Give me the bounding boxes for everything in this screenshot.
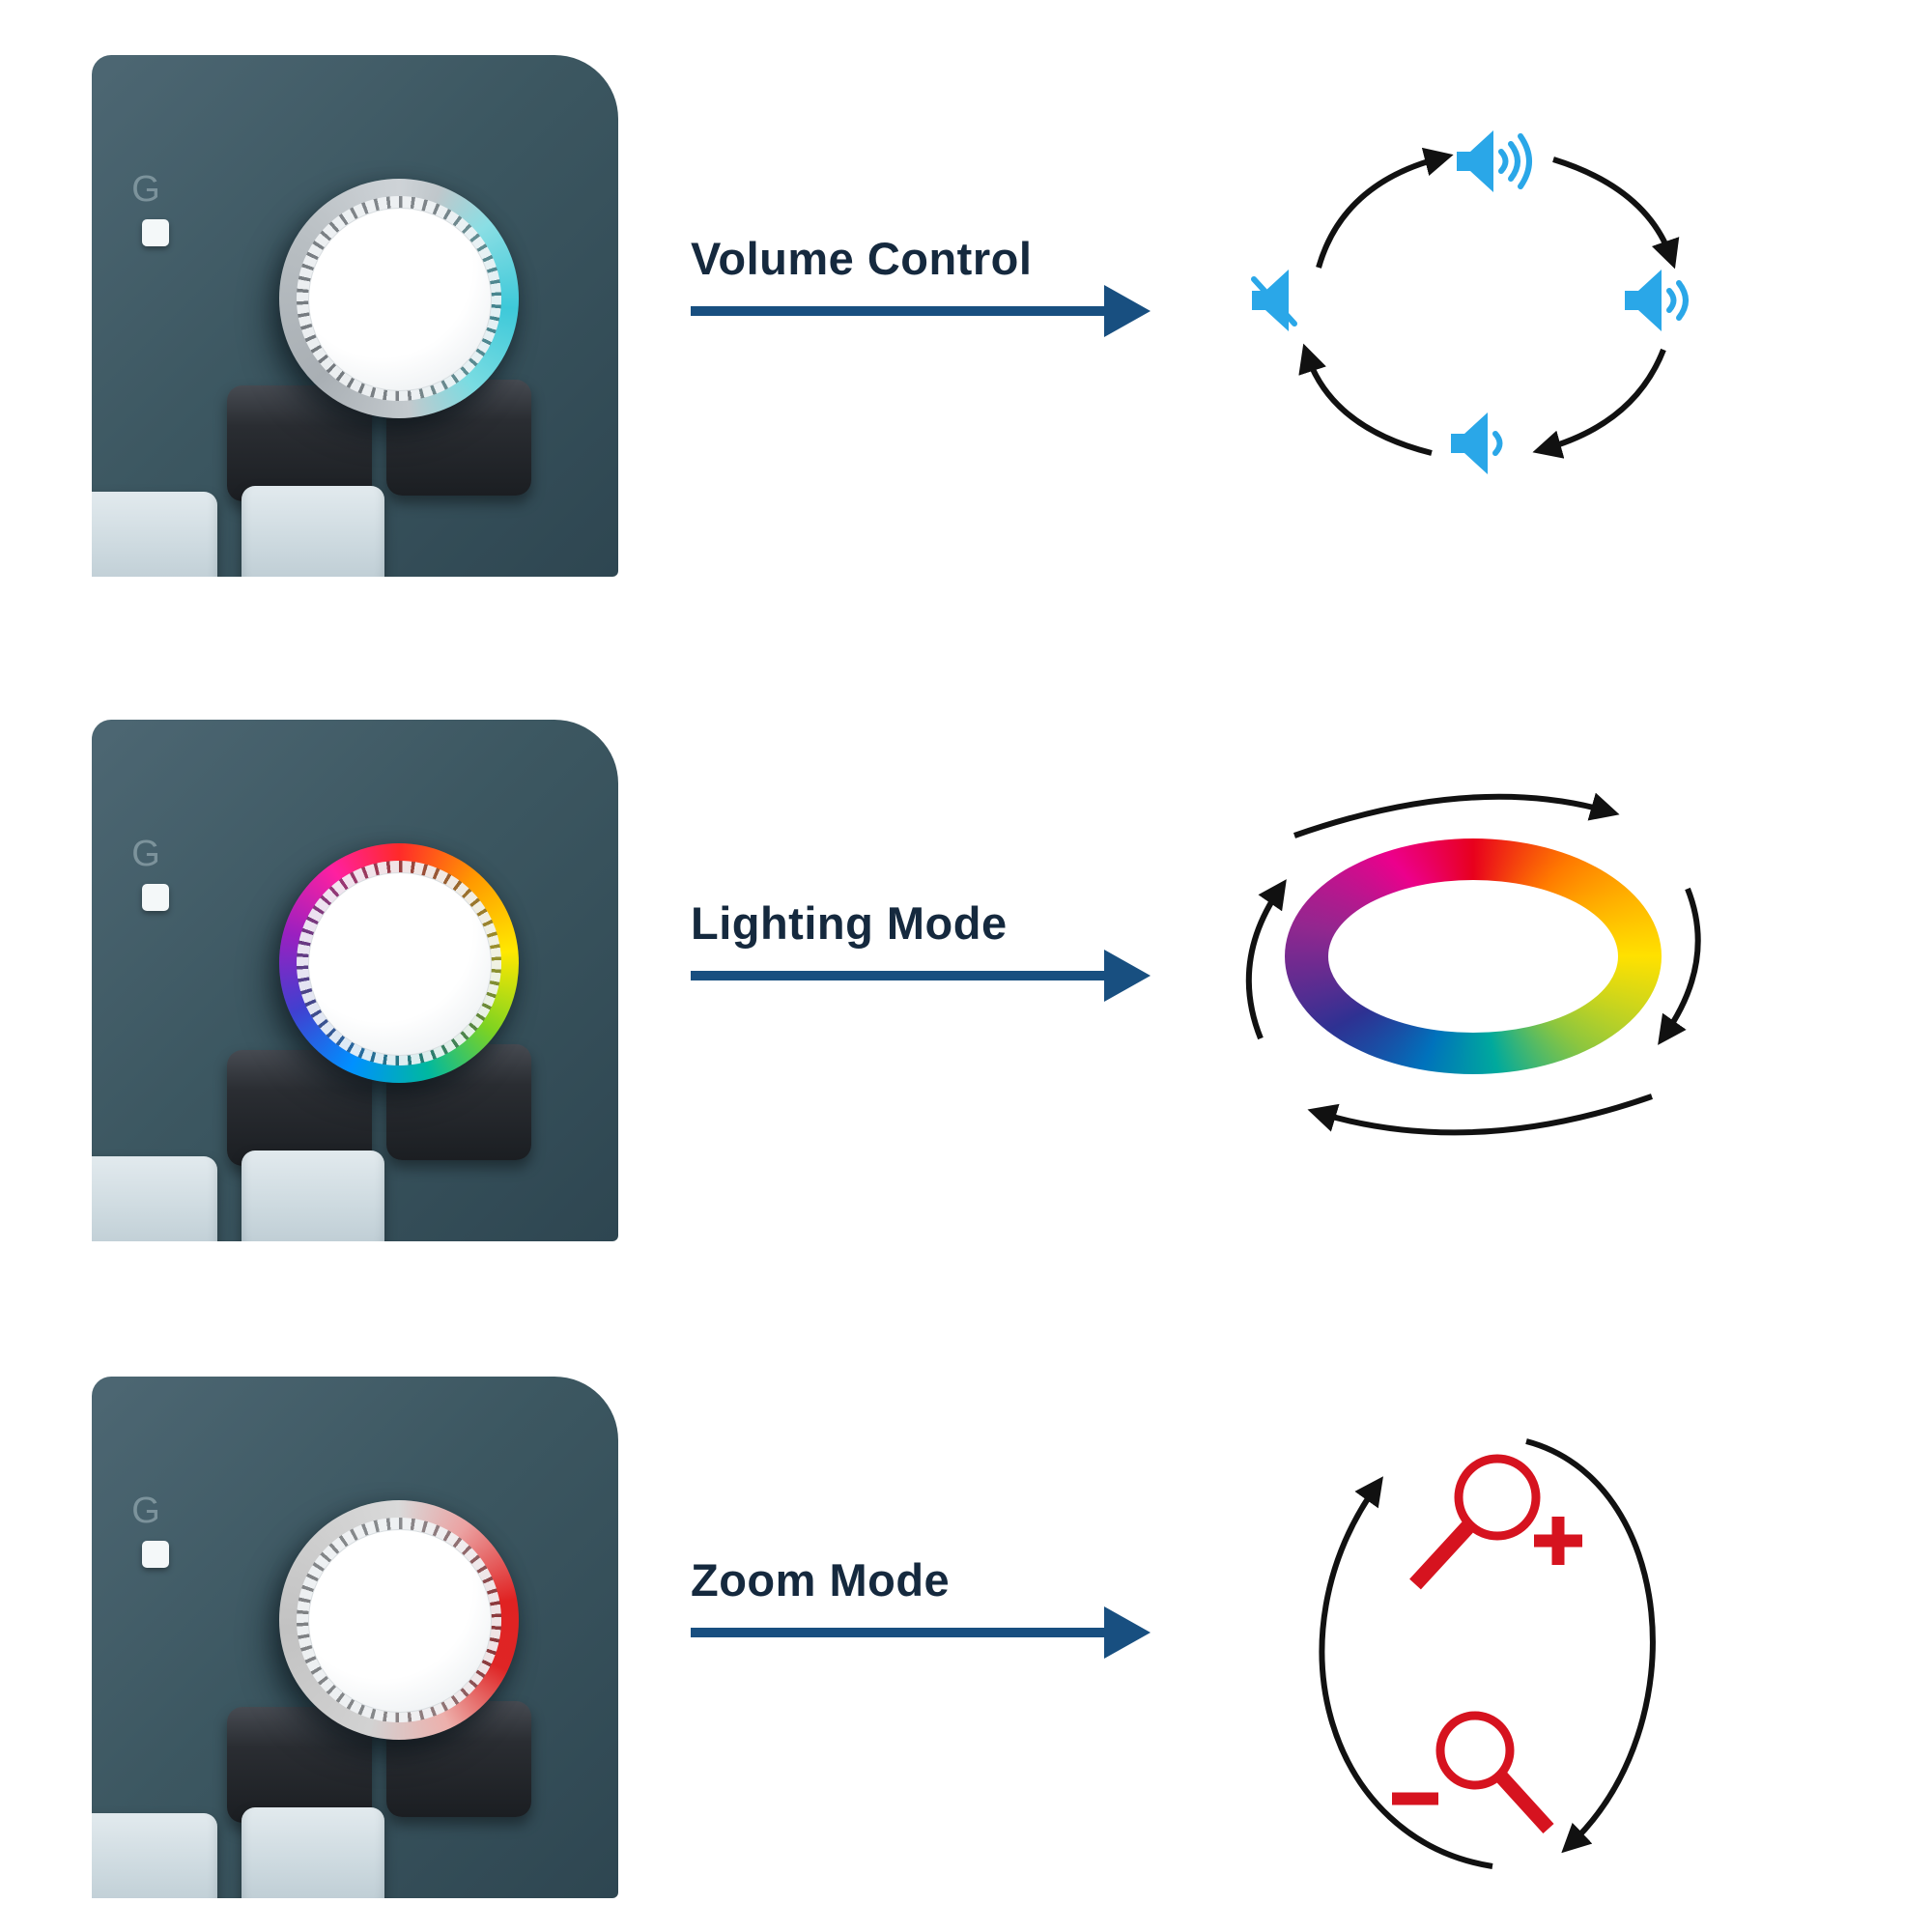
rotary-knob-volume bbox=[279, 179, 519, 418]
knob-face bbox=[308, 208, 492, 391]
arrow-head bbox=[1104, 1606, 1151, 1659]
curved-rotation-arrows bbox=[1245, 792, 1701, 1136]
g-key-label: G bbox=[131, 1491, 160, 1531]
g-key-led-square bbox=[142, 1541, 169, 1568]
row-zoom-mode: G Zoom Mode bbox=[0, 1377, 1932, 1918]
arrow-head bbox=[1104, 285, 1151, 337]
zoom-in-magnifier-icon bbox=[1409, 1454, 1582, 1590]
keyboard-photo-zoom: G bbox=[92, 1377, 618, 1898]
row-lighting-mode: G Lighting Mode bbox=[0, 720, 1932, 1261]
mode-label-volume: Volume Control bbox=[691, 233, 1033, 284]
arrow-shaft bbox=[691, 971, 1104, 980]
keycap-light bbox=[92, 1813, 217, 1898]
keyboard-photo-volume: G bbox=[92, 55, 618, 577]
speaker-mute-icon bbox=[1251, 270, 1297, 331]
mode-label-zoom: Zoom Mode bbox=[691, 1554, 951, 1605]
arrow-shaft bbox=[691, 1628, 1104, 1637]
keycap-light bbox=[242, 1807, 384, 1898]
color-wheel-illustration bbox=[1212, 753, 1734, 1159]
keycap-light bbox=[92, 1156, 217, 1241]
color-wheel-hole bbox=[1328, 880, 1618, 1033]
rgb-color-wheel bbox=[1285, 838, 1662, 1074]
arrow-head bbox=[1104, 950, 1151, 1002]
keycap-light bbox=[242, 1151, 384, 1241]
mode-label-lighting: Lighting Mode bbox=[691, 897, 1008, 949]
speaker-medium-icon bbox=[1625, 270, 1689, 331]
rotary-knob-lighting bbox=[279, 843, 519, 1083]
arrow-shaft bbox=[691, 306, 1104, 316]
curved-rotation-arrows bbox=[1319, 1438, 1656, 1869]
curved-rotation-arrows bbox=[1298, 147, 1680, 459]
g-key-label: G bbox=[131, 834, 160, 874]
knob-face bbox=[308, 872, 492, 1056]
zoom-cycle-illustration bbox=[1251, 1410, 1705, 1874]
rotary-knob-zoom bbox=[279, 1500, 519, 1740]
volume-cycle-illustration bbox=[1208, 113, 1748, 499]
flow-arrow-icon bbox=[691, 1606, 1151, 1659]
keyboard-photo-lighting: G bbox=[92, 720, 618, 1241]
speaker-high-icon bbox=[1457, 130, 1532, 192]
speaker-low-icon bbox=[1451, 412, 1503, 474]
keycap-light bbox=[92, 492, 217, 577]
g-key-led-square bbox=[142, 884, 169, 911]
g-key-led-square bbox=[142, 219, 169, 246]
g-key-label: G bbox=[131, 169, 160, 210]
row-volume-control: G Volume Control bbox=[0, 55, 1932, 596]
keycap-light bbox=[242, 486, 384, 577]
zoom-out-magnifier-icon bbox=[1392, 1711, 1554, 1834]
flow-arrow-icon bbox=[691, 285, 1151, 337]
knob-face bbox=[308, 1529, 492, 1713]
flow-arrow-icon bbox=[691, 950, 1151, 1002]
